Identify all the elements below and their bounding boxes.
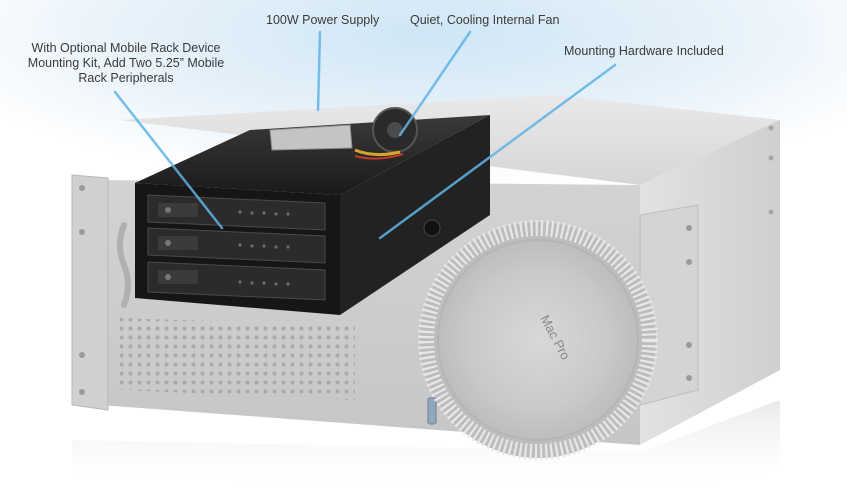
ear-hole	[686, 375, 692, 381]
side-screw	[768, 125, 774, 131]
side-screw	[768, 155, 774, 161]
ear-hole	[79, 229, 85, 235]
side-screw	[768, 209, 774, 215]
callout-mounting-kit: With Optional Mobile Rack Device Mountin…	[26, 41, 226, 86]
left-rack-ear	[71, 174, 109, 411]
enclosure-knob	[423, 219, 441, 237]
leader-line-fan	[398, 30, 472, 137]
drive-bay	[147, 227, 326, 264]
brand-mark-icon	[117, 222, 131, 308]
drive-bay	[147, 194, 326, 231]
leader-line-hardware	[378, 63, 617, 240]
callout-mounting-kit-line1: With Optional Mobile Rack Device	[31, 41, 221, 55]
ear-hole	[79, 389, 85, 395]
bay-vent-dots	[238, 210, 290, 286]
callout-hardware: Mounting Hardware Included	[564, 44, 724, 58]
vent-grid	[120, 318, 355, 400]
usb-port	[427, 397, 437, 425]
callout-power-supply: 100W Power Supply	[266, 13, 380, 27]
ear-hole	[79, 185, 85, 191]
ear-hole	[686, 225, 692, 231]
callout-mounting-kit-line2: Mounting Kit, Add Two 5.25” Mobile	[27, 56, 225, 70]
floor-reflection	[72, 400, 780, 495]
callout-mounting-kit-line3: Rack Peripherals	[78, 71, 174, 85]
drive-bay	[147, 261, 326, 301]
ear-hole	[686, 342, 692, 348]
ear-hole	[686, 259, 692, 265]
ear-hole	[79, 352, 85, 358]
mac-pro-fan-grille	[418, 220, 658, 460]
leader-line-power-supply	[316, 30, 322, 112]
drive-enclosure-side	[340, 115, 490, 315]
power-supply	[269, 124, 353, 151]
leader-line-mounting-kit	[113, 90, 224, 230]
callout-fan: Quiet, Cooling Internal Fan	[410, 13, 560, 27]
internal-wiring	[354, 148, 401, 157]
